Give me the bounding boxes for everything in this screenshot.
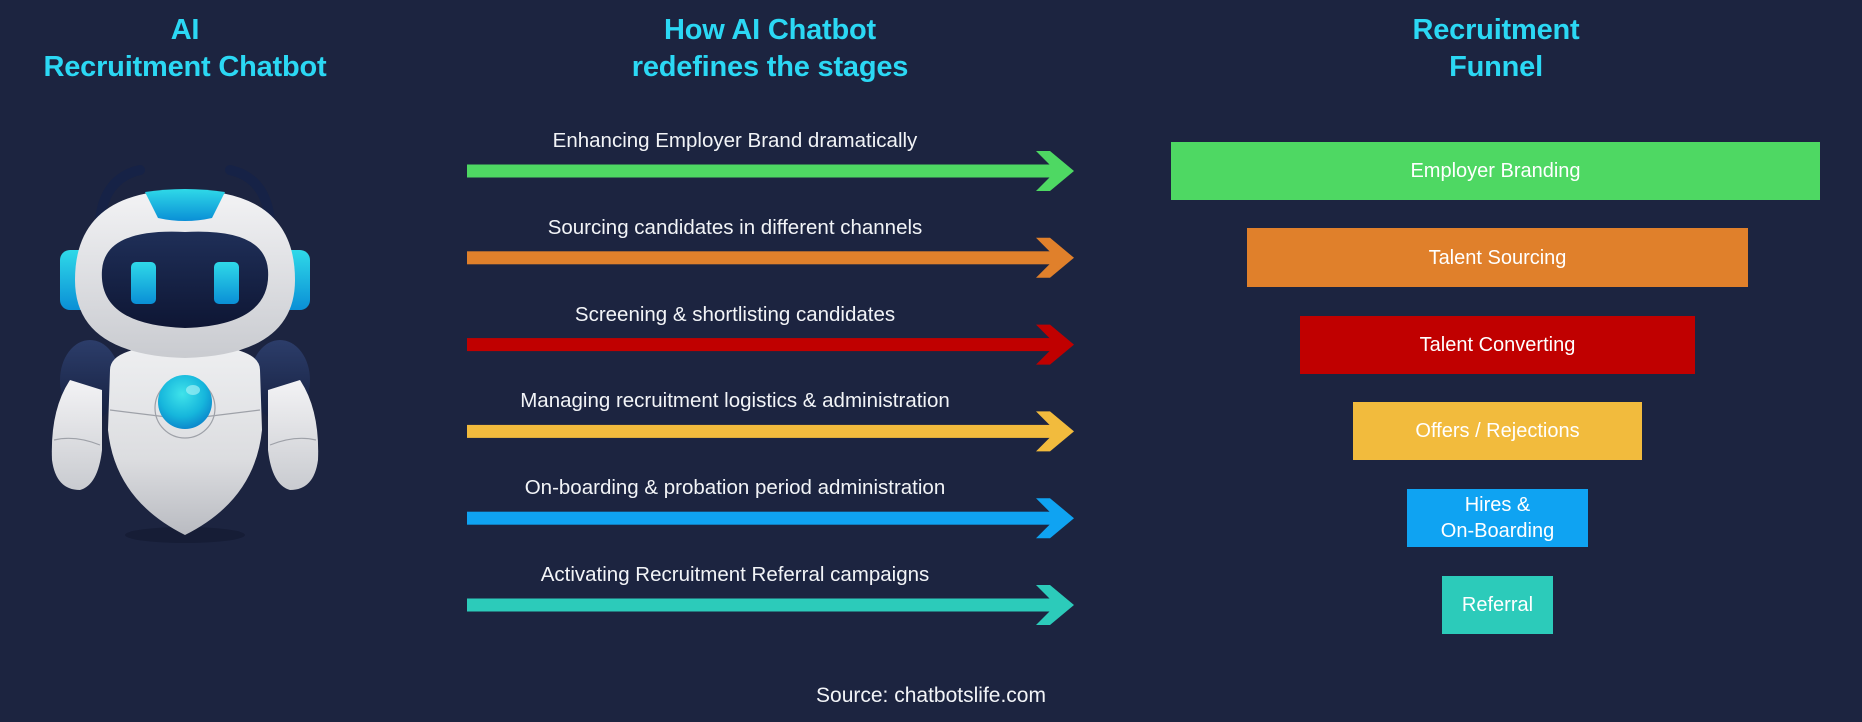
title-line: How AI Chatbot xyxy=(664,14,876,46)
funnel-label: Offers / Rejections xyxy=(1415,420,1580,442)
arrow-employer-brand xyxy=(467,151,1074,191)
arrow-sourcing xyxy=(467,237,1074,278)
arrow-shaft xyxy=(467,338,1060,352)
arrow-head-icon xyxy=(1036,151,1074,191)
funnel-talent-converting: Talent Converting xyxy=(1300,316,1695,374)
stage-label-referral: Activating Recruitment Referral campaign… xyxy=(540,563,930,586)
robot-orb-highlight xyxy=(186,385,200,395)
arrow-head-icon xyxy=(1036,411,1074,452)
title-line: redefines the stages xyxy=(631,51,909,83)
title-line: Recruitment Chatbot xyxy=(43,51,327,83)
funnel-label: Talent Sourcing xyxy=(1428,246,1567,269)
arrow-onboarding xyxy=(467,498,1074,539)
funnel-label: Talent Converting xyxy=(1419,334,1576,356)
funnel-referral: Referral xyxy=(1442,576,1553,634)
stage-label-screening: Screening & shortlisting candidates xyxy=(574,303,896,326)
funnel-label: Employer Branding xyxy=(1410,160,1581,182)
robot-arm-left xyxy=(51,380,102,490)
arrow-shaft xyxy=(467,598,1060,612)
title-line: AI xyxy=(170,14,200,46)
robot-arm-seam xyxy=(53,437,101,446)
funnel-label: Referral xyxy=(1461,594,1534,616)
robot-body xyxy=(108,345,262,535)
arrow-head-icon xyxy=(1036,237,1074,278)
arrow-shaft xyxy=(467,164,1060,178)
title-line: Funnel xyxy=(1449,51,1543,83)
source-credit: Source: chatbotslife.com xyxy=(816,684,1046,707)
stage-label-employer-brand: Enhancing Employer Brand dramatically xyxy=(552,129,918,152)
arrow-head-icon xyxy=(1036,498,1074,539)
funnel-employer-branding: Employer Branding xyxy=(1171,142,1820,200)
arrow-logistics xyxy=(467,411,1074,452)
robot-chest-orb-fill xyxy=(158,375,212,429)
robot-visor xyxy=(101,231,269,328)
title-ai-recruitment-chatbot: AI Recruitment Chatbot xyxy=(0,12,370,86)
arrow-screening xyxy=(467,324,1074,365)
arrow-shaft xyxy=(467,424,1060,438)
funnel-offers-rejections: Offers / Rejections xyxy=(1353,402,1642,460)
title-recruitment-funnel: Recruitment Funnel xyxy=(1296,12,1696,86)
arrow-shaft xyxy=(467,251,1060,265)
arrow-head-icon xyxy=(1036,324,1074,365)
funnel-talent-sourcing: Talent Sourcing xyxy=(1247,228,1748,287)
arrow-head-icon xyxy=(1036,585,1074,625)
robot-arm-right xyxy=(268,380,319,490)
robot-eye-right xyxy=(214,262,239,304)
title-line: Recruitment xyxy=(1412,14,1580,46)
funnel-label-line: On-Boarding xyxy=(1440,520,1555,542)
title-how-ai-chatbot-redefines: How AI Chatbot redefines the stages xyxy=(570,12,970,86)
funnel-hires-onboarding: Hires & On-Boarding xyxy=(1407,489,1588,547)
stage-label-logistics: Managing recruitment logistics & adminis… xyxy=(520,389,950,412)
stage-label-sourcing: Sourcing candidates in different channel… xyxy=(547,216,923,239)
stage-label-onboarding: On-boarding & probation period administr… xyxy=(524,476,946,499)
robot-arm-seam xyxy=(269,437,317,446)
robot-head-cap xyxy=(145,189,225,221)
arrow-referral xyxy=(467,585,1074,625)
funnel-label-line: Hires & xyxy=(1464,494,1531,516)
arrow-shaft xyxy=(467,511,1060,525)
robot-icon xyxy=(51,165,319,543)
robot-eye-left xyxy=(131,262,156,304)
